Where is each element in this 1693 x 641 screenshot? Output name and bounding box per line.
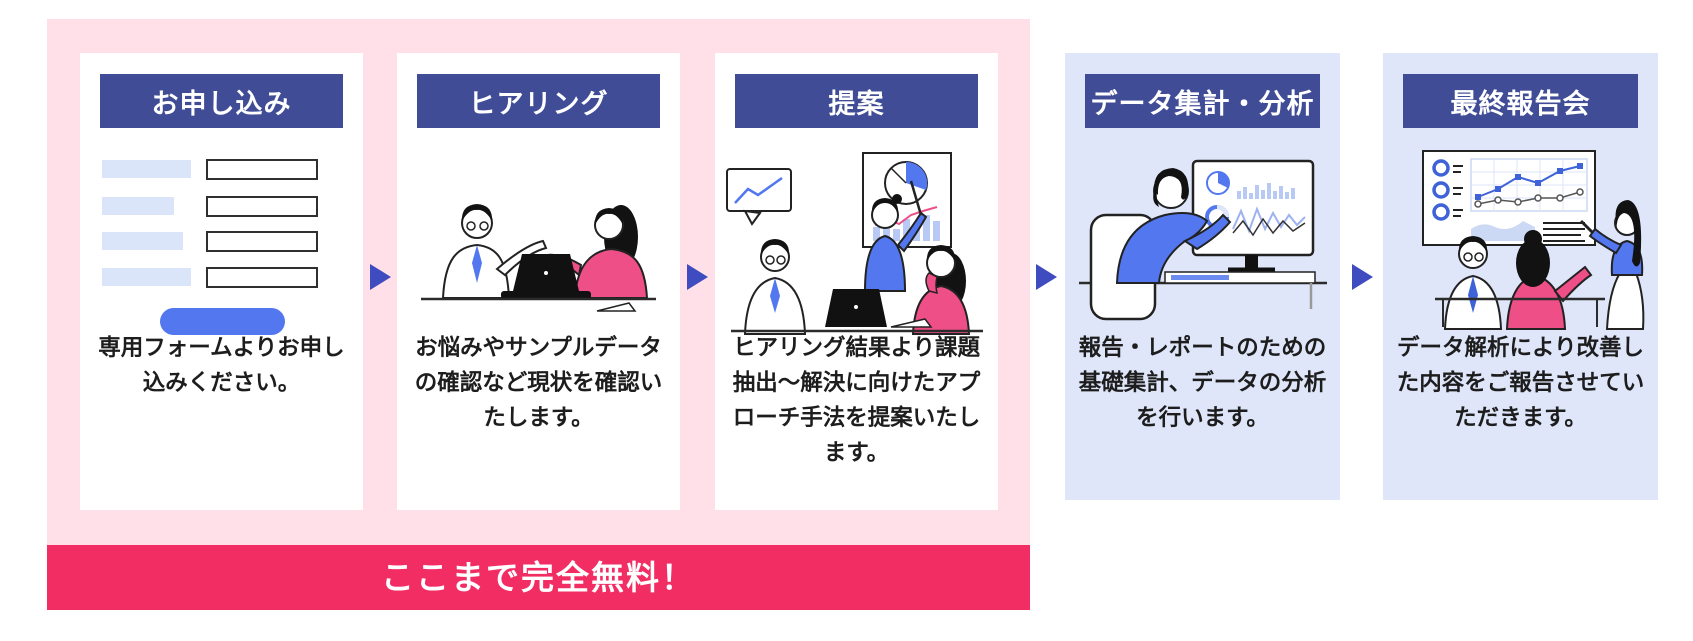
step-title-label: 最終報告会 xyxy=(1450,88,1591,119)
right-triangle-arrow-icon xyxy=(1352,264,1373,290)
step-title-data-analysis: データ集計・分析 xyxy=(1085,74,1320,128)
step-card-application: お申し込み 専用フォームよりお申し込みください。 xyxy=(80,53,363,510)
right-triangle-arrow-icon xyxy=(687,264,708,290)
step-card-final-report: 最終報告会 xyxy=(1383,53,1658,500)
step-card-data-analysis: データ集計・分析 xyxy=(1065,53,1340,500)
step-description: 専用フォームよりお申し込みください。 xyxy=(98,335,345,395)
step-description: お悩みやサンプルデータの確認など現状を確認いたします。 xyxy=(414,335,663,430)
step-title-final-report: 最終報告会 xyxy=(1403,74,1638,128)
final-report-illustration xyxy=(1422,150,1645,330)
step-title-label: 提案 xyxy=(828,88,885,119)
step-title-hearing: ヒアリング xyxy=(417,74,660,128)
step-description: ヒアリング結果より課題抽出～解決に向けたアプローチ手法を提案いたします。 xyxy=(732,335,981,465)
step-card-proposal: 提案 xyxy=(715,53,998,510)
right-triangle-arrow-icon xyxy=(370,264,391,290)
step-card-hearing: ヒアリング xyxy=(397,53,680,510)
step-title-proposal: 提案 xyxy=(735,74,978,128)
form-submit-button-shape xyxy=(160,308,285,335)
proposal-presentation-illustration xyxy=(726,152,983,335)
step-description: データ解析により改善した内容をご報告させていただきます。 xyxy=(1396,335,1645,430)
data-analysis-illustration xyxy=(1079,159,1327,321)
application-form-illustration xyxy=(102,159,318,335)
step-title-label: データ集計・分析 xyxy=(1090,88,1315,119)
step-title-application: お申し込み xyxy=(100,74,343,128)
free-banner: ここまで完全無料！ xyxy=(47,545,1030,610)
free-banner-label: ここまで完全無料！ xyxy=(381,559,696,596)
step-title-label: ヒアリング xyxy=(468,88,609,119)
right-triangle-arrow-icon xyxy=(1036,264,1057,290)
step-description: 報告・レポートのための基礎集計、データの分析を行います。 xyxy=(1078,335,1327,430)
free-zone-panel: お申し込み 専用フォームよりお申し込みください。 ヒアリング xyxy=(47,19,1030,610)
hearing-meeting-illustration xyxy=(421,204,656,312)
step-title-label: お申し込み xyxy=(151,88,292,119)
